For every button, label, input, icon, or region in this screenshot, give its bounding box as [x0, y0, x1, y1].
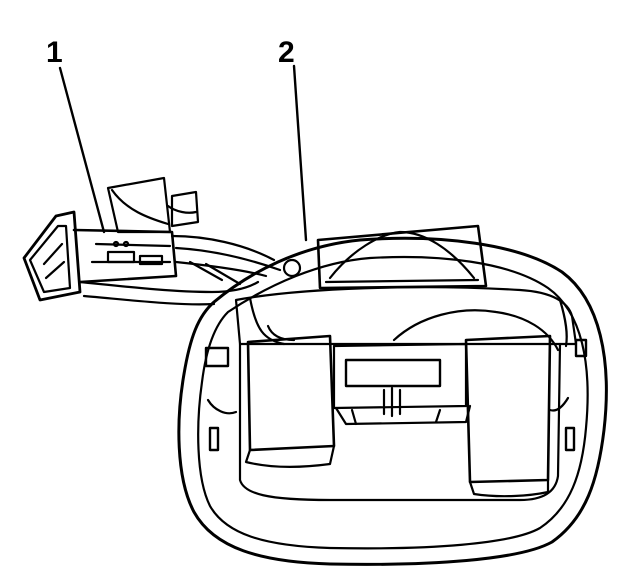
- reflector: [392, 309, 560, 352]
- wiring-harness: [22, 176, 282, 306]
- dome-lens: [316, 224, 488, 290]
- callout-label-1: 1: [46, 36, 63, 69]
- left-lamp-pad: [244, 334, 336, 468]
- callout-label-2: 2: [278, 36, 295, 69]
- leader-line-1: [58, 66, 106, 234]
- leader-line-2: [292, 64, 308, 242]
- center-bracket: [332, 342, 472, 426]
- right-lamp-pad: [464, 334, 552, 498]
